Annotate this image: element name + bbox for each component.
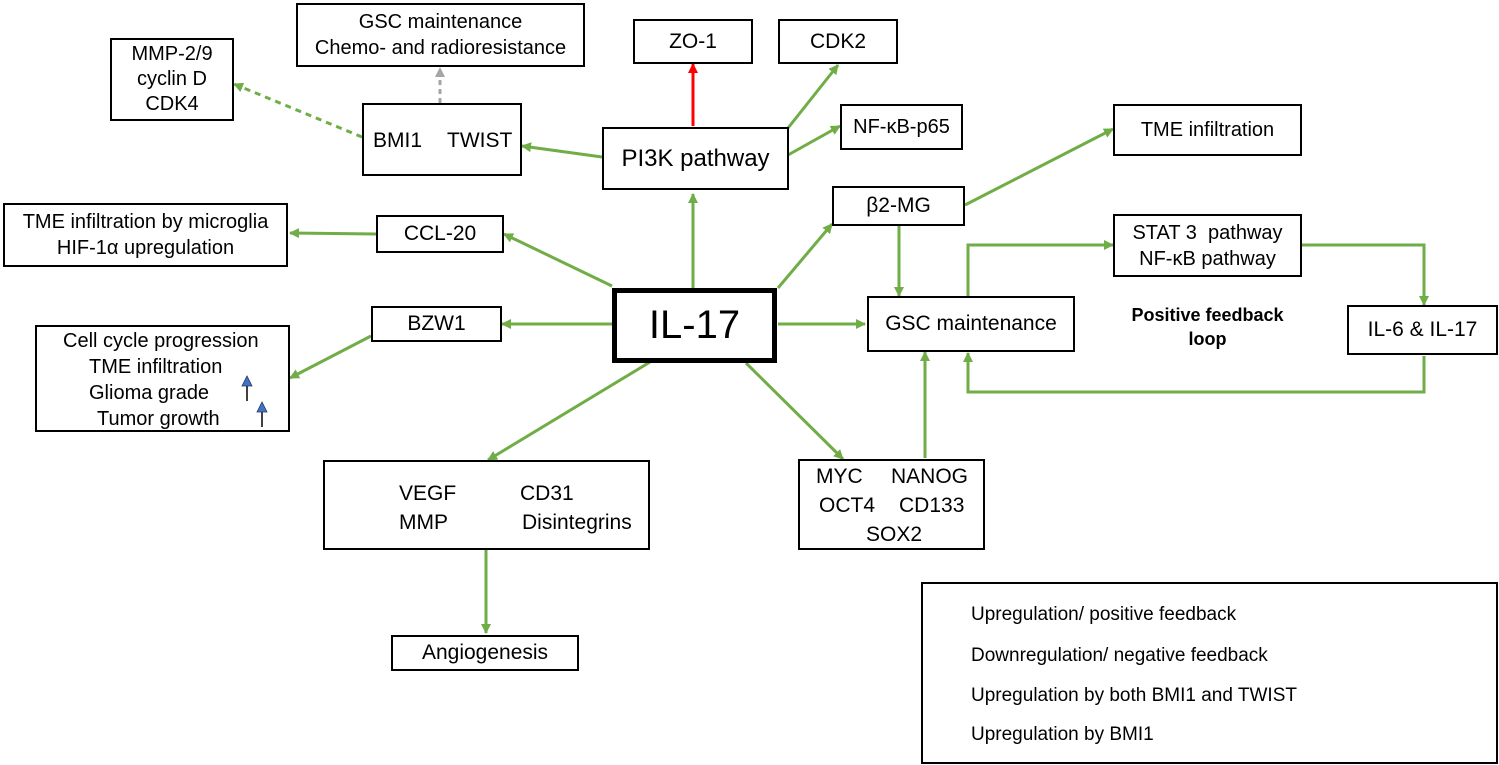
node-cell-cycle-line-2: TME infiltration (89, 356, 223, 378)
arrow-pi3k-bmi1 (521, 142, 603, 159)
arrow-gsc-stat3 (966, 240, 1114, 296)
node-mmp-line-1: MMP-2/9 (131, 43, 213, 65)
arrow-il6-gsc (963, 352, 1426, 394)
node-angiogenesis-label: Angiogenesis (421, 641, 549, 664)
node-stat3-line-2: NF-κB pathway (1139, 247, 1276, 270)
legend-item-upregulation: Upregulation/ positive feedback (971, 604, 1237, 625)
arrow-pi3k-nfkb (787, 124, 841, 157)
node-mmp-cyclin-cdk4: MMP-2/9 cyclin D CDK4 (110, 38, 234, 121)
arrow-il17-stem-factors (744, 361, 845, 461)
up-arrow-icon (241, 375, 253, 401)
node-il17-label: IL-17 (648, 303, 741, 347)
node-tme-microglia-line-1: TME infiltration by microglia (22, 211, 269, 233)
node-il6-il17-label: IL-6 & IL-17 (1367, 318, 1478, 341)
up-arrow-icon (256, 401, 268, 427)
node-zo1: ZO-1 (633, 19, 753, 64)
node-tme-microglia-line-2: HIF-1α upregulation (56, 237, 235, 259)
arrow-il17-b2mg (776, 223, 834, 289)
node-cell-cycle-line-1: Cell cycle progression (63, 330, 259, 352)
arrow-il17-ccl20 (503, 232, 613, 288)
node-nfkb-p65-label: NF-κB-p65 (853, 115, 950, 138)
node-cell-cycle-line-3: Glioma grade (89, 382, 210, 404)
node-bmi1-label: BMI1 (373, 129, 423, 152)
node-mmp-line-3: CDK4 (145, 93, 199, 115)
node-bzw1: BZW1 (371, 306, 502, 342)
node-nanog-label: NANOG (891, 465, 969, 488)
node-stat3-line-1: STAT 3 pathway (1132, 221, 1283, 244)
node-pi3k-label: PI3K pathway (621, 144, 770, 172)
arrow-bzw1-cell-cycle (289, 334, 372, 380)
node-cd133-label: CD133 (899, 494, 965, 517)
node-mmp-line-2: cyclin D (136, 68, 207, 90)
node-mmp-label: MMP (399, 511, 448, 534)
node-tme-microglia: TME infiltration by microglia HIF-1α upr… (3, 203, 288, 267)
node-sox2-label: SOX2 (866, 523, 923, 546)
node-il6-il17: IL-6 & IL-17 (1347, 305, 1498, 355)
node-angio-factors: VEGF CD31 MMP Disintegrins (323, 460, 650, 550)
node-oct4-label: OCT4 (819, 494, 876, 517)
node-cell-cycle-group: Cell cycle progression TME infiltration … (35, 325, 290, 432)
node-bzw1-label: BZW1 (407, 312, 466, 335)
node-stem-factors: MYC NANOG OCT4 CD133 SOX2 (798, 459, 985, 550)
legend-item-bmi1-twist: Upregulation by both BMI1 and TWIST (971, 685, 1297, 706)
node-gsc-chemo: GSC maintenance Chemo- and radioresistan… (296, 3, 585, 67)
node-tme-infiltration-label: TME infiltration (1140, 118, 1275, 141)
positive-feedback-line-2: loop (1188, 329, 1227, 349)
node-il17: IL-17 (612, 288, 777, 363)
node-cdk2-label: CDK2 (809, 29, 867, 53)
node-ccl20-label: CCL-20 (403, 222, 477, 245)
node-b2mg-label: β2-MG (866, 194, 931, 217)
node-tme-infiltration: TME infiltration (1113, 104, 1302, 156)
node-nfkb-p65: NF-κB-p65 (840, 104, 963, 150)
arrow-b2mg-tme (964, 127, 1114, 207)
positive-feedback-label: Positive feedback loop (1105, 303, 1310, 351)
node-cdk2: CDK2 (778, 19, 898, 64)
arrow-bmi1-mmp (233, 82, 363, 139)
legend-item-bmi1: Upregulation by BMI1 (971, 724, 1154, 745)
arrow-pi3k-cdk2 (786, 64, 840, 129)
node-b2mg: β2-MG (832, 186, 965, 226)
arrow-il17-angio-group (487, 360, 651, 462)
legend: Upregulation/ positive feedback Downregu… (921, 582, 1498, 764)
arrow-ccl20-tme-microglia (289, 228, 377, 239)
node-gsc-chemo-line-1: GSC maintenance (358, 11, 523, 33)
positive-feedback-line-1: Positive feedback (1131, 305, 1284, 325)
node-angiogenesis: Angiogenesis (391, 635, 579, 671)
node-gsc-maintenance-label: GSC maintenance (885, 312, 1057, 335)
node-pi3k: PI3K pathway (602, 127, 789, 190)
node-disintegrins-label: Disintegrins (522, 511, 632, 534)
node-cd31-label: CD31 (520, 482, 574, 505)
node-gsc-chemo-line-2: Chemo- and radioresistance (314, 37, 567, 59)
node-cell-cycle-line-4: Tumor growth (97, 408, 220, 430)
node-stat3-nfkb: STAT 3 pathway NF-κB pathway (1113, 214, 1302, 277)
legend-item-downregulation: Downregulation/ negative feedback (971, 645, 1268, 666)
node-ccl20: CCL-20 (376, 215, 504, 253)
node-vegf-label: VEGF (399, 482, 457, 505)
node-twist-label: TWIST (447, 129, 513, 152)
arrow-stat3-il6 (1302, 243, 1429, 306)
node-myc-label: MYC (816, 465, 863, 488)
node-gsc-maintenance: GSC maintenance (867, 296, 1075, 352)
node-bmi1-twist: BMI1 TWIST (362, 103, 522, 176)
node-zo1-label: ZO-1 (669, 29, 717, 53)
